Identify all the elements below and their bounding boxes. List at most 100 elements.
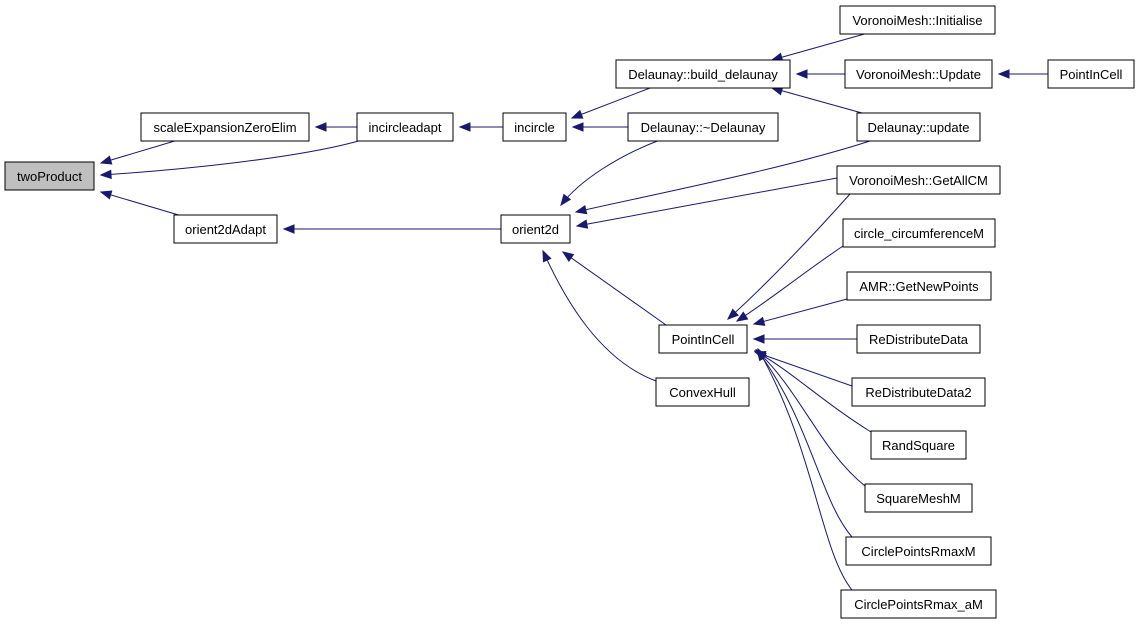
- arrowhead-icon: [560, 193, 572, 207]
- edge-redistribute-to-pic_mid: [752, 334, 857, 344]
- node-amr-getnewpoints[interactable]: AMR::GetNewPoints: [846, 271, 992, 301]
- node-label: ReDistributeData: [869, 332, 969, 347]
- arrowhead-icon: [571, 122, 584, 132]
- arrowhead-icon: [561, 251, 575, 262]
- node-label: orient2d: [512, 222, 559, 237]
- node-redistribute2[interactable]: ReDistributeData2: [851, 377, 986, 407]
- arrowhead-icon: [727, 308, 739, 320]
- edge-amr_getnew-to-pic_mid: [752, 298, 848, 326]
- arrowhead-icon: [997, 69, 1010, 79]
- arrowhead-icon: [314, 122, 327, 132]
- node-label: Delaunay::update: [868, 120, 970, 135]
- arrowhead-icon: [575, 219, 589, 229]
- edge-scaleExpansionZeroElim-to-twoProduct: [99, 139, 179, 165]
- edge-incircleadapt-to-scaleExpansionZeroElim: [314, 122, 357, 132]
- arrowhead-icon: [735, 311, 749, 322]
- node-label: VoronoiMesh::Update: [856, 67, 981, 82]
- edge-circle_circ-to-pic_mid: [735, 245, 844, 322]
- node-label: AMR::GetNewPoints: [859, 279, 979, 294]
- edge-build_delaunay-to-incircle: [570, 87, 651, 119]
- node-label: circle_circumferenceM: [854, 226, 984, 241]
- arrowhead-icon: [795, 69, 808, 79]
- arrowhead-icon: [99, 169, 112, 180]
- arrowhead-icon: [458, 122, 471, 132]
- edge-line: [754, 351, 853, 387]
- edge-pic_mid-to-orient2d: [561, 251, 667, 326]
- edge-line: [771, 87, 863, 114]
- node-label: ReDistributeData2: [865, 385, 971, 400]
- edge-line: [100, 139, 179, 164]
- node-pointincell-right[interactable]: PointInCell: [1047, 59, 1135, 89]
- node-label: CirclePointsRmax_aM: [854, 597, 983, 612]
- edge-vm_update-to-build_delaunay: [795, 69, 845, 79]
- arrowhead-icon: [574, 205, 588, 215]
- edge-line: [771, 32, 869, 61]
- edge-line: [100, 139, 363, 176]
- edge-line: [542, 250, 657, 382]
- edge-convexhull-to-orient2d: [542, 249, 657, 382]
- node-twoProduct[interactable]: twoProduct: [4, 161, 95, 191]
- arrowhead-icon: [570, 109, 584, 119]
- node-incircleadapt[interactable]: incircleadapt: [356, 112, 454, 142]
- edge-line: [571, 87, 651, 119]
- arrowhead-icon: [757, 347, 768, 361]
- edge-line: [757, 348, 853, 591]
- node-redistribute[interactable]: ReDistributeData: [856, 324, 981, 354]
- edge-line: [100, 191, 183, 217]
- edge-line: [727, 193, 851, 320]
- edge-circlermax-to-pic_mid: [756, 348, 853, 538]
- node-label: scaleExpansionZeroElim: [153, 120, 296, 135]
- node-voronoi-getallcm[interactable]: VoronoiMesh::GetAllCM: [836, 165, 1001, 195]
- node-label: twoProduct: [17, 169, 82, 184]
- edge-del_destructor-to-orient2d: [560, 139, 661, 207]
- node-circle-circumference[interactable]: circle_circumferenceM: [842, 218, 996, 248]
- node-voronoi-update[interactable]: VoronoiMesh::Update: [844, 59, 993, 89]
- node-label: SquareMeshM: [876, 491, 961, 506]
- edge-line: [736, 245, 844, 322]
- node-label: CirclePointsRmaxM: [861, 544, 975, 559]
- node-label: incircle: [514, 120, 554, 135]
- edges-layer: [99, 32, 1048, 591]
- node-delaunay-build[interactable]: Delaunay::build_delaunay: [615, 59, 791, 89]
- edge-circlermax_a-to-pic_mid: [757, 347, 853, 591]
- edge-line: [756, 349, 853, 538]
- arrowhead-icon: [99, 190, 113, 200]
- node-label: orient2dAdapt: [185, 222, 266, 237]
- arrowhead-icon: [752, 316, 766, 326]
- node-pointincell-mid[interactable]: PointInCell: [658, 324, 748, 354]
- edge-incircleadapt-to-twoProduct: [99, 139, 363, 180]
- edge-pic_right-to-vm_update: [997, 69, 1048, 79]
- arrowhead-icon: [99, 155, 113, 165]
- node-randsquare[interactable]: RandSquare: [870, 430, 967, 460]
- node-label: ConvexHull: [669, 385, 736, 400]
- edge-del_update-to-build_delaunay: [770, 86, 863, 114]
- edge-orient2d-to-orient2dAdapt: [282, 224, 501, 234]
- edge-line: [562, 251, 667, 326]
- edge-orient2dAdapt-to-twoProduct: [99, 190, 183, 217]
- node-orient2d[interactable]: orient2d: [500, 214, 571, 244]
- edge-line: [576, 177, 838, 227]
- node-label: VoronoiMesh::GetAllCM: [849, 173, 988, 188]
- node-voronoi-initialise[interactable]: VoronoiMesh::Initialise: [839, 5, 996, 35]
- node-convexhull[interactable]: ConvexHull: [655, 377, 750, 407]
- node-circlepointsrmax-a[interactable]: CirclePointsRmax_aM: [840, 589, 997, 619]
- node-label: RandSquare: [882, 438, 955, 453]
- edge-vm_getallcm-to-pic_mid: [727, 193, 851, 320]
- node-squaremesh[interactable]: SquareMeshM: [864, 483, 973, 513]
- node-incircle[interactable]: incircle: [502, 112, 567, 142]
- node-delaunay-update[interactable]: Delaunay::update: [856, 112, 981, 142]
- node-scaleExpansionZeroElim[interactable]: scaleExpansionZeroElim: [140, 112, 310, 142]
- arrowhead-icon: [752, 334, 765, 344]
- node-orient2dAdapt[interactable]: orient2dAdapt: [173, 214, 278, 244]
- node-delaunay-destructor[interactable]: Delaunay::~Delaunay: [627, 112, 779, 142]
- node-circlepointsrmax[interactable]: CirclePointsRmaxM: [845, 536, 992, 566]
- arrowhead-icon: [542, 249, 552, 263]
- edge-line: [560, 139, 661, 206]
- node-label: Delaunay::~Delaunay: [641, 120, 766, 135]
- edge-del_destructor-to-incircle: [571, 122, 628, 132]
- edge-line: [755, 349, 866, 487]
- node-label: VoronoiMesh::Initialise: [852, 13, 982, 28]
- edge-squaremesh-to-pic_mid: [755, 349, 866, 487]
- edge-del_update-to-orient2d: [574, 140, 871, 215]
